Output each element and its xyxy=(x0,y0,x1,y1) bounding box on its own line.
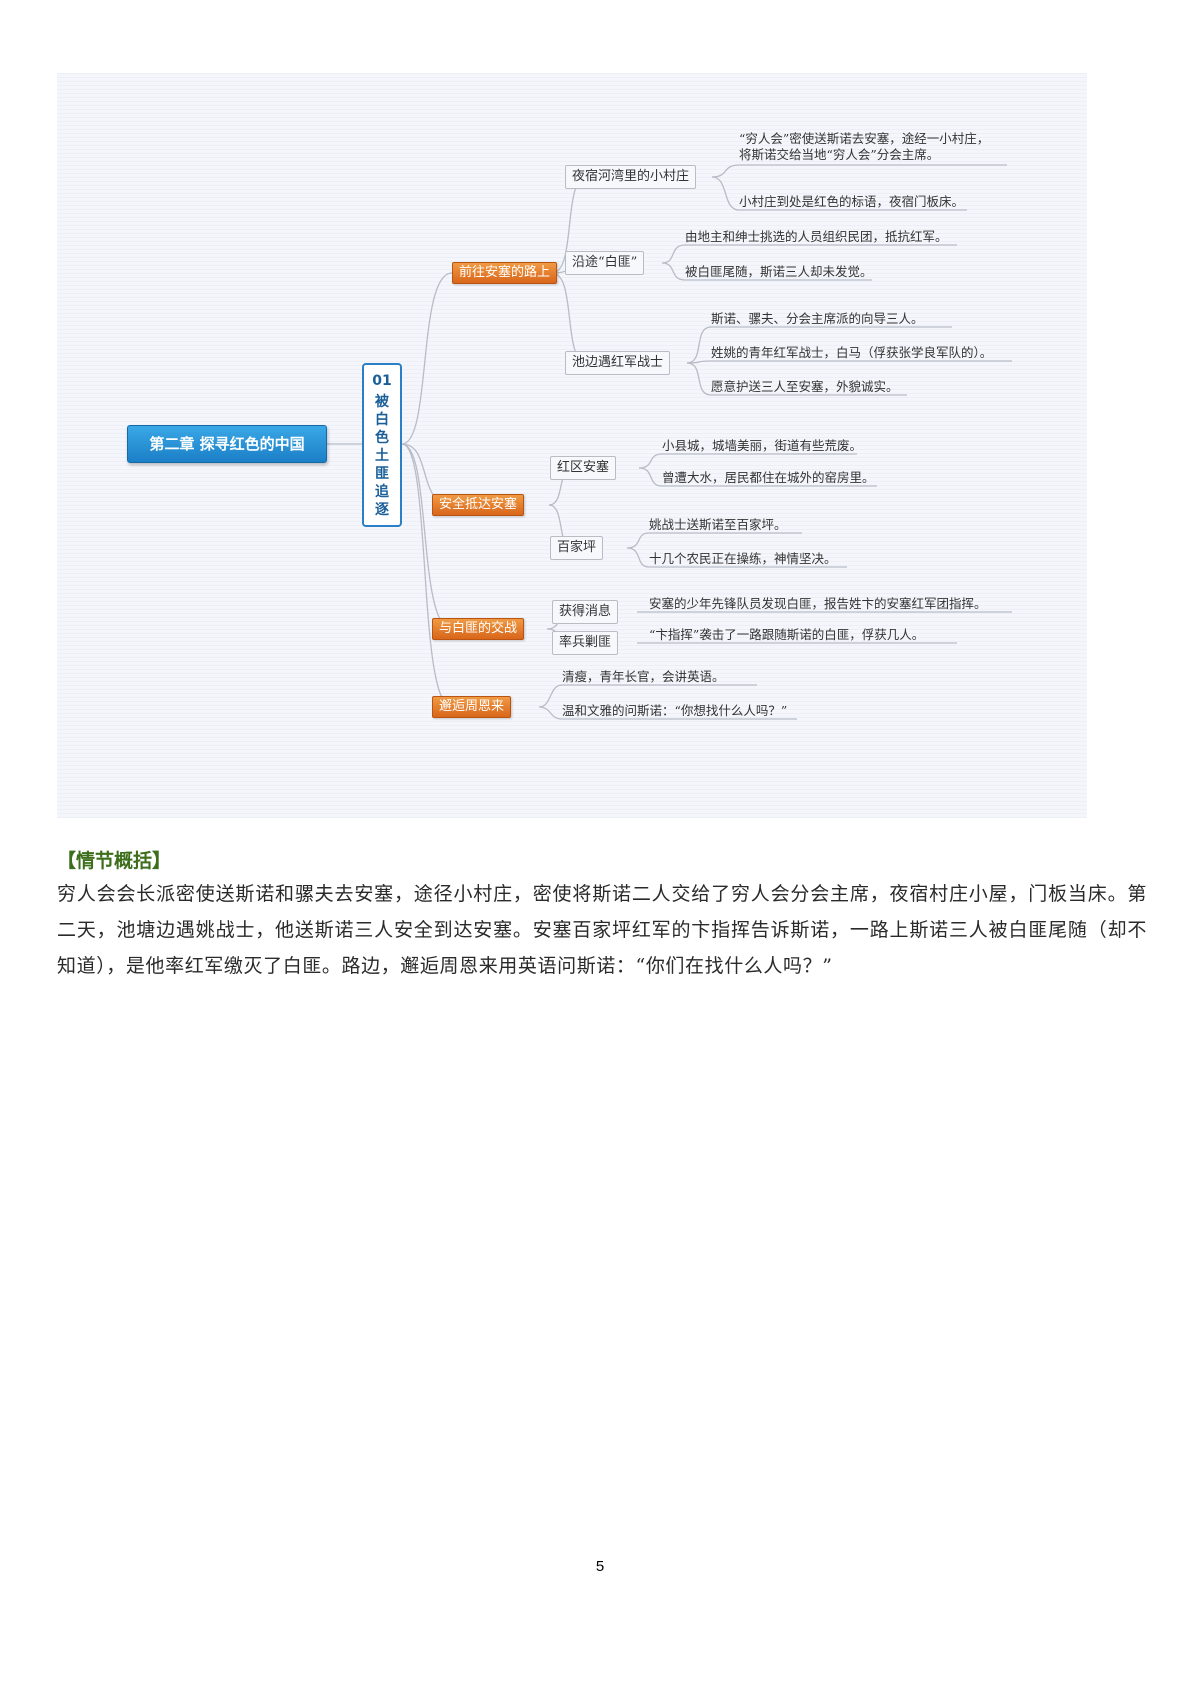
sub-node: 沿途“白匪” xyxy=(565,251,645,275)
branch-node: 前往安塞的路上 xyxy=(452,262,558,284)
leaf-node: 愿意护送三人至安塞，外貌诚实。 xyxy=(711,379,899,394)
chapter-node: 01 被白色土匪追逐 xyxy=(362,363,402,527)
leaf-node: 小县城，城墙美丽，街道有些荒废。 xyxy=(662,438,863,453)
leaf-node: “穷人会”密使送斯诺去安塞，途经一小村庄， 将斯诺交给当地“穷人会”分会主席。 xyxy=(739,131,990,162)
mind-map: 第二章 探寻红色的中国 01 被白色土匪追逐 前往安塞的路上 夜宿河湾里的小村庄… xyxy=(57,73,1087,818)
leaf-node: 姚战士送斯诺至百家坪。 xyxy=(649,517,787,532)
chapter-title: 被白色土匪追逐 xyxy=(375,394,389,518)
sub-node: 池边遇红军战士 xyxy=(565,351,671,375)
leaf-node: 清瘦，青年长官，会讲英语。 xyxy=(562,669,725,684)
page-number: 5 xyxy=(595,1558,605,1575)
leaf-node: 由地主和绅士挑选的人员组织民团，抵抗红军。 xyxy=(685,229,948,244)
sub-node: 获得消息 xyxy=(552,600,619,624)
chapter-number: 01 xyxy=(372,373,392,389)
leaf-node: 被白匪尾随，斯诺三人却未发觉。 xyxy=(685,264,873,279)
branch-node: 安全抵达安塞 xyxy=(432,494,525,516)
sub-node: 夜宿河湾里的小村庄 xyxy=(565,165,697,189)
leaf-node: 十几个农民正在操练，神情坚决。 xyxy=(649,551,837,566)
leaf-node: 安塞的少年先锋队员发现白匪，报告姓卞的安塞红军团指挥。 xyxy=(649,596,987,611)
leaf-node: 曾遭大水，居民都住在城外的窑房里。 xyxy=(662,470,875,485)
summary-heading: 【情节概括】 xyxy=(57,850,172,872)
leaf-node: “卞指挥”袭击了一路跟随斯诺的白匪，俘获几人。 xyxy=(649,627,925,642)
sub-node: 率兵剿匪 xyxy=(552,631,619,655)
sub-node: 百家坪 xyxy=(550,536,604,560)
leaf-node: 姓姚的青年红军战士，白马（俘获张学良军队的）。 xyxy=(711,345,993,360)
sub-node: 红区安塞 xyxy=(550,456,617,480)
leaf-node: 温和文雅的问斯诺：“你想找什么人吗？” xyxy=(562,703,788,718)
branch-node: 邂逅周恩来 xyxy=(432,696,512,718)
leaf-node: 斯诺、骡夫、分会主席派的向导三人。 xyxy=(711,311,924,326)
root-node: 第二章 探寻红色的中国 xyxy=(127,425,327,463)
leaf-node: 小村庄到处是红色的标语，夜宿门板床。 xyxy=(739,194,965,209)
plot-summary: 【情节概括】 穷人会会长派密使送斯诺和骡夫去安塞，途径小村庄，密使将斯诺二人交给… xyxy=(57,846,1147,984)
summary-body: 穷人会会长派密使送斯诺和骡夫去安塞，途径小村庄，密使将斯诺二人交给了穷人会分会主… xyxy=(57,883,1147,977)
branch-node: 与白匪的交战 xyxy=(432,618,525,640)
